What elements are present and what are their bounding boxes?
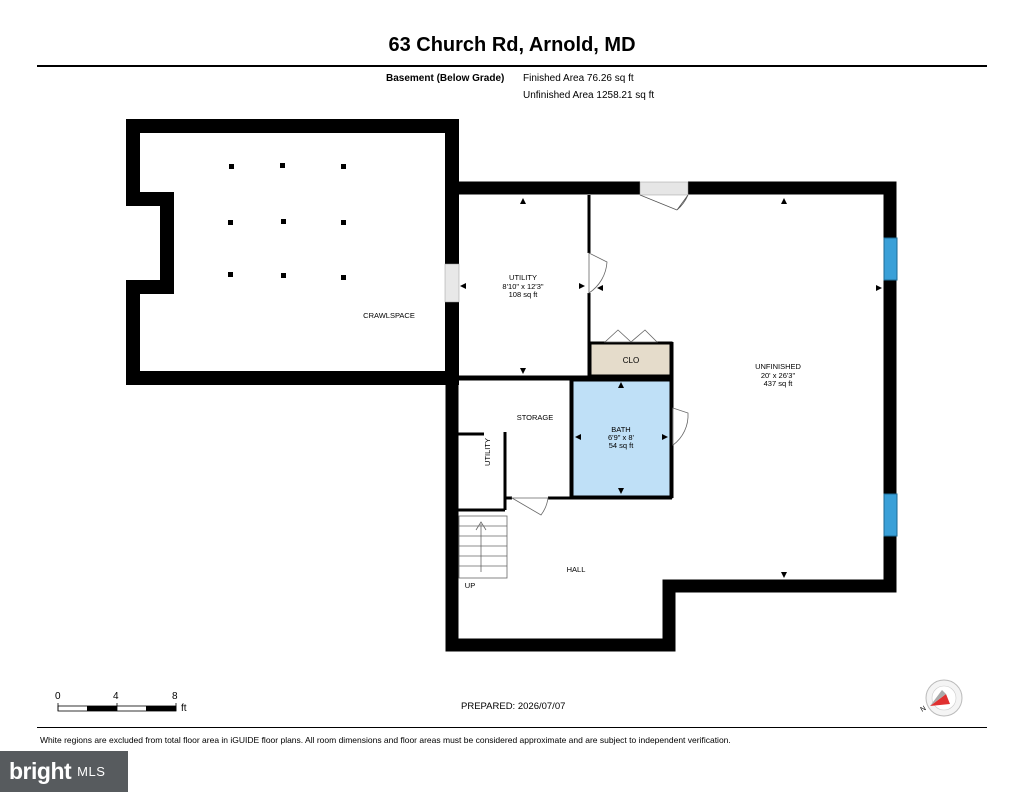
window-icon	[883, 237, 898, 281]
small-utility-label: UTILITY	[483, 438, 492, 466]
compass-icon: N	[920, 679, 963, 717]
page-title: 63 Church Rd, Arnold, MD	[388, 34, 636, 56]
crawlspace-walls	[126, 119, 459, 385]
bath-room	[570, 378, 673, 499]
column-post-icon	[228, 163, 346, 280]
finished-area: Finished Area 76.26 sq ft	[523, 73, 634, 84]
unfinished-dims: 20' x 26'3"	[761, 371, 796, 380]
door-swing-icon	[672, 407, 689, 446]
unfinished-label: UNFINISHED	[755, 362, 801, 371]
unfinished-area: 437 sq ft	[764, 379, 794, 388]
unfinished-door-opening	[639, 181, 689, 196]
scale-unit: ft	[181, 703, 187, 714]
level-label: Basement (Below Grade)	[386, 73, 505, 84]
bath-area: 54 sq ft	[609, 441, 635, 450]
scale-tick-0: 0	[55, 691, 61, 702]
bath-label: BATH	[611, 425, 630, 434]
stairs-icon	[458, 515, 508, 579]
closet-room	[588, 341, 673, 378]
stairs-up-label: UP	[465, 581, 475, 590]
scale-tick-4: 4	[113, 691, 119, 702]
crawlspace-label: CRAWLSPACE	[363, 311, 415, 320]
bath-dims: 6'9" x 8'	[608, 433, 635, 442]
scale-bar	[57, 703, 177, 712]
storage-label: STORAGE	[517, 413, 554, 422]
prepared-date: PREPARED: 2026/07/07	[461, 701, 566, 712]
footer-divider	[37, 727, 987, 728]
utility-area: 108 sq ft	[509, 290, 539, 299]
exterior-walls	[445, 181, 897, 652]
brand-logo: bright MLS	[0, 751, 128, 792]
brand-main: bright	[9, 758, 72, 784]
closet-label: CLO	[623, 356, 639, 365]
unfinished-area: Unfinished Area 1258.21 sq ft	[523, 90, 655, 101]
hall-label: HALL	[567, 565, 586, 574]
utility-dims: 8'10" x 12'3"	[502, 282, 543, 291]
svg-text:N: N	[920, 705, 928, 714]
window-icon	[883, 493, 898, 537]
door-swing-icon	[588, 252, 608, 294]
brand-suffix: MLS	[77, 764, 106, 779]
crawlspace-door-opening	[444, 263, 460, 303]
title-divider	[37, 65, 987, 67]
disclaimer-text: White regions are excluded from total fl…	[40, 735, 731, 745]
door-swing-icon	[639, 194, 678, 211]
scale-tick-8: 8	[172, 691, 178, 702]
door-swing-icon	[603, 329, 658, 343]
door-swing-icon	[510, 497, 549, 516]
door-swing-icon	[676, 194, 689, 211]
dimension-markers	[460, 198, 882, 578]
utility-label: UTILITY	[509, 273, 537, 282]
